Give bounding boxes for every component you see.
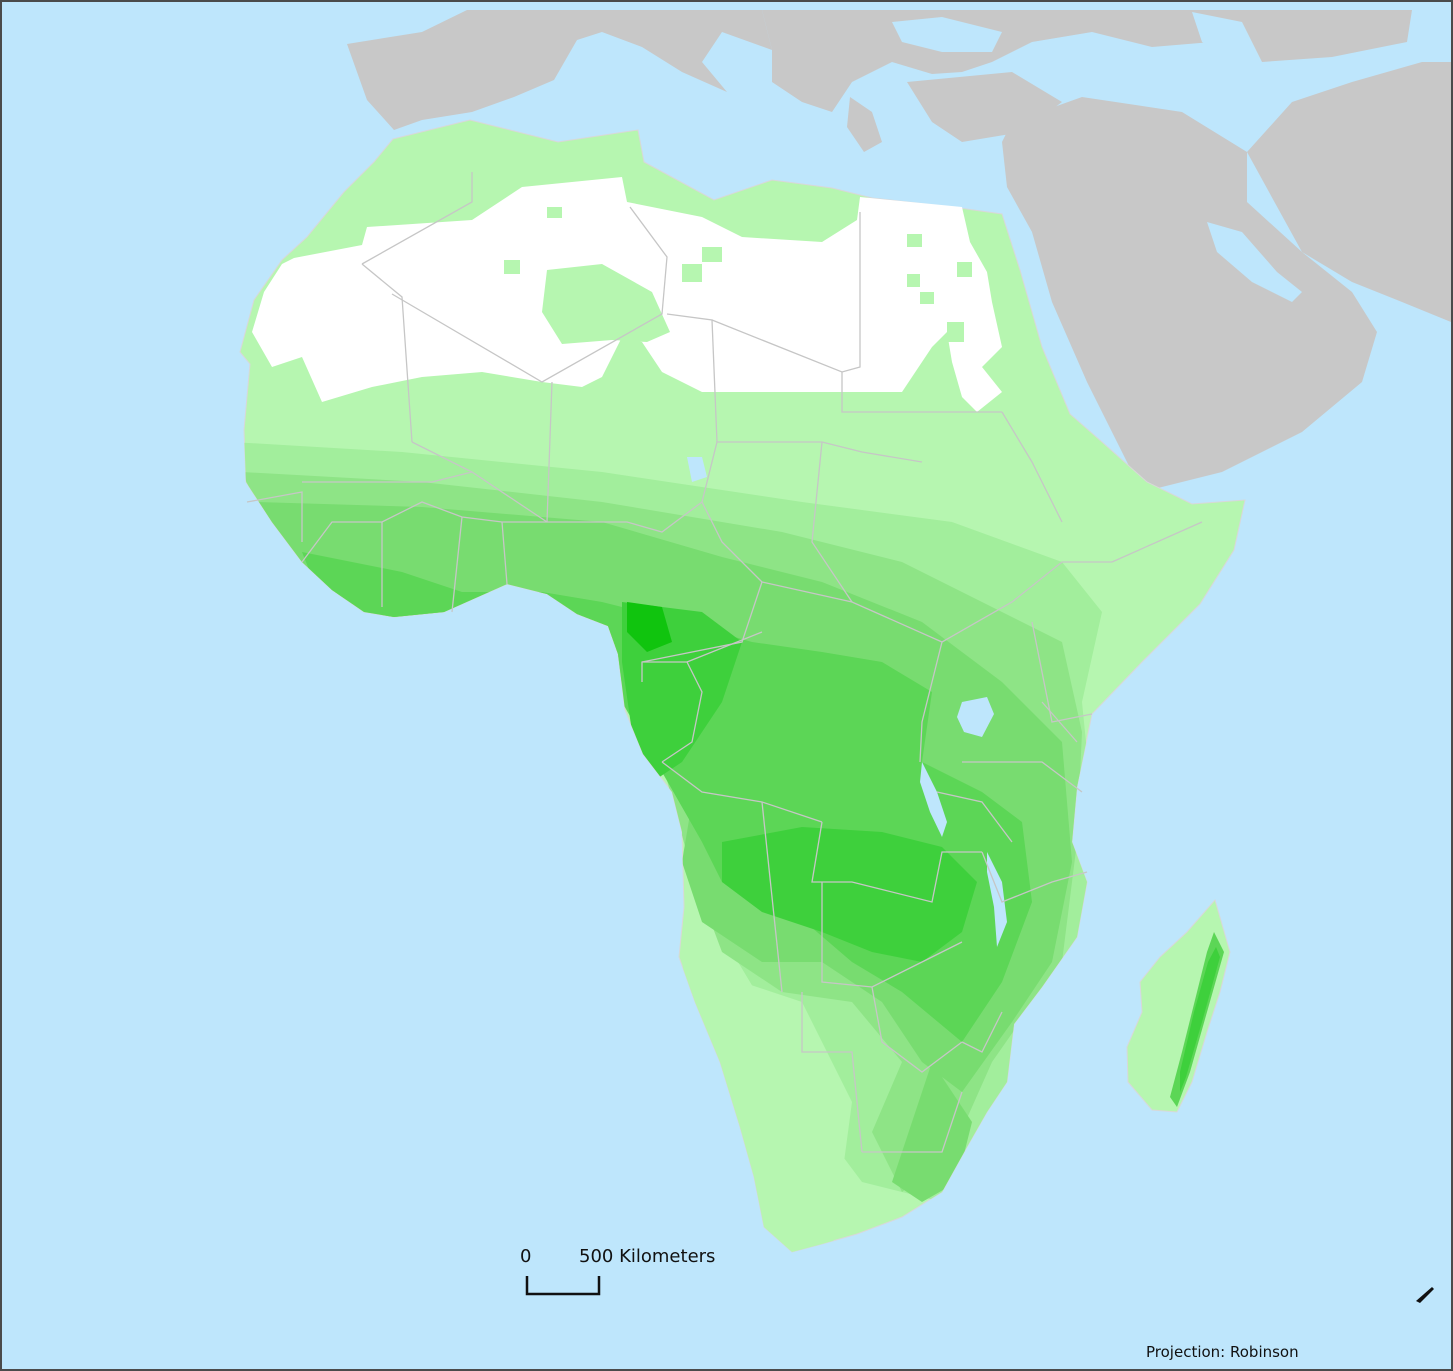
rainfall-classes <box>240 442 1102 1252</box>
madagascar-wet-core <box>1180 947 1220 1092</box>
madagascar-land <box>1126 898 1231 1113</box>
scale-bar-distance-label: 500 Kilometers <box>579 1246 716 1267</box>
projection-label: Projection: Robinson <box>1146 1343 1299 1361</box>
scale-bar <box>525 1276 601 1296</box>
surrounding-land <box>347 10 1451 492</box>
country-borders <box>246 172 1203 1153</box>
north-arrow-icon <box>1416 1287 1434 1303</box>
scale-bar-zero-label: 0 <box>520 1246 532 1267</box>
no-data-green-patch <box>542 264 670 344</box>
